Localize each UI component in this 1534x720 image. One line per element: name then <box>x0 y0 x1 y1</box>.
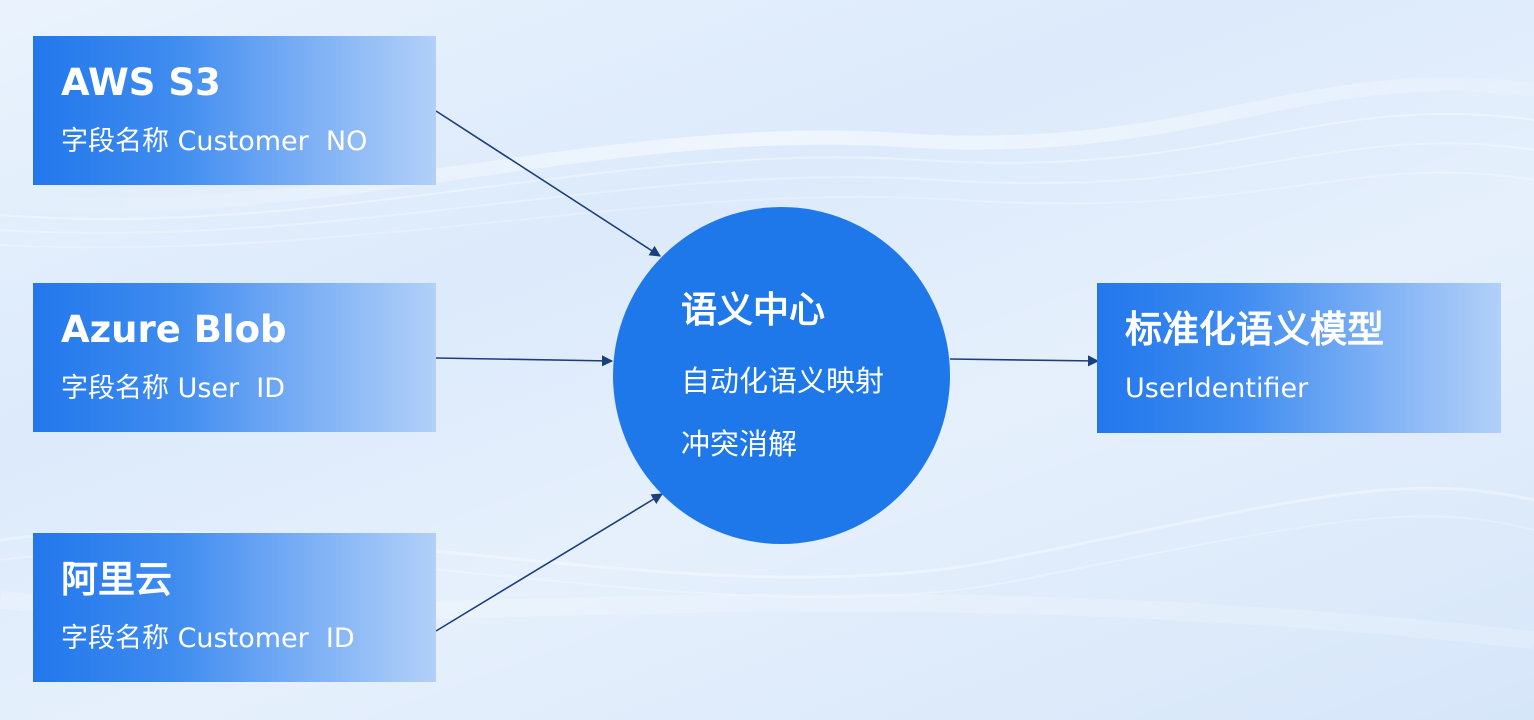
arrow-aliyun-to-hub <box>435 493 663 632</box>
target-title: 标准化语义模型 <box>1125 308 1384 351</box>
source-field: 字段名称 User ID <box>61 373 286 404</box>
target-field: UserIdentifier <box>1125 373 1309 404</box>
source-card-azure-blob: Azure Blob 字段名称 User ID <box>33 283 436 432</box>
source-field: 字段名称 Customer ID <box>61 623 355 654</box>
hub-item-auto-mapping: 自动化语义映射 <box>681 364 885 398</box>
arrow-aws-to-hub <box>435 110 661 257</box>
hub-title: 语义中心 <box>681 290 826 331</box>
semantic-hub-circle: 语义中心 自动化语义映射 冲突消解 <box>613 207 950 544</box>
target-card-standard-model: 标准化语义模型 UserIdentifier <box>1097 283 1501 433</box>
source-card-aws-s3: AWS S3 字段名称 Customer NO <box>33 36 436 185</box>
hub-item-conflict-resolution: 冲突消解 <box>681 427 798 461</box>
source-title: AWS S3 <box>61 61 221 104</box>
source-field: 字段名称 Customer NO <box>61 126 368 157</box>
source-card-aliyun: 阿里云 字段名称 Customer ID <box>33 533 436 682</box>
source-title: Azure Blob <box>61 308 287 351</box>
arrow-azure-to-hub <box>435 355 614 367</box>
source-title: 阿里云 <box>61 558 172 601</box>
arrow-hub-to-target <box>949 355 1100 367</box>
